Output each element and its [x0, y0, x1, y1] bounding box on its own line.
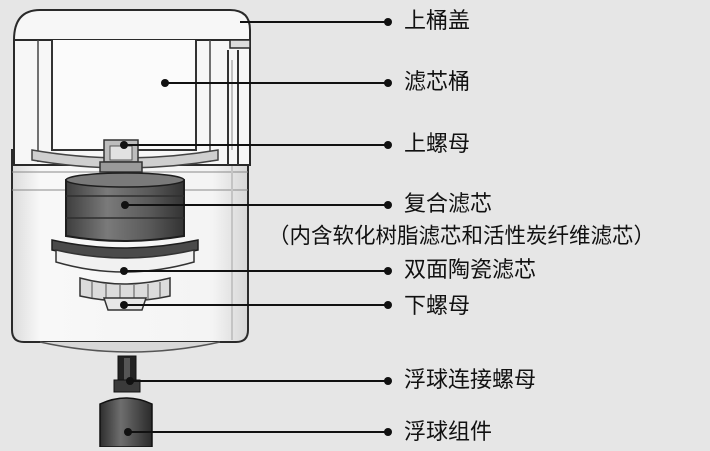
label-upper-nut: 上螺母 — [404, 132, 471, 157]
label-composite-filter-note: （内含软化树脂滤芯和活性炭纤维滤芯） — [268, 224, 656, 249]
leader-lines — [120, 18, 392, 436]
float-connector — [113, 355, 141, 393]
label-lower-nut: 下螺母 — [404, 294, 471, 319]
label-float-connector-nut: 浮球连接螺母 — [404, 368, 537, 393]
float-assembly — [99, 397, 153, 448]
ceramic-filter — [51, 239, 199, 302]
label-top-lid: 上桶盖 — [404, 9, 471, 34]
filter-bucket — [31, 40, 239, 169]
label-float-assembly: 浮球组件 — [404, 420, 493, 445]
label-composite-filter: 复合滤芯 — [404, 192, 493, 217]
label-filter-bucket: 滤芯桶 — [404, 70, 471, 95]
label-ceramic-filter: 双面陶瓷滤芯 — [404, 258, 537, 283]
